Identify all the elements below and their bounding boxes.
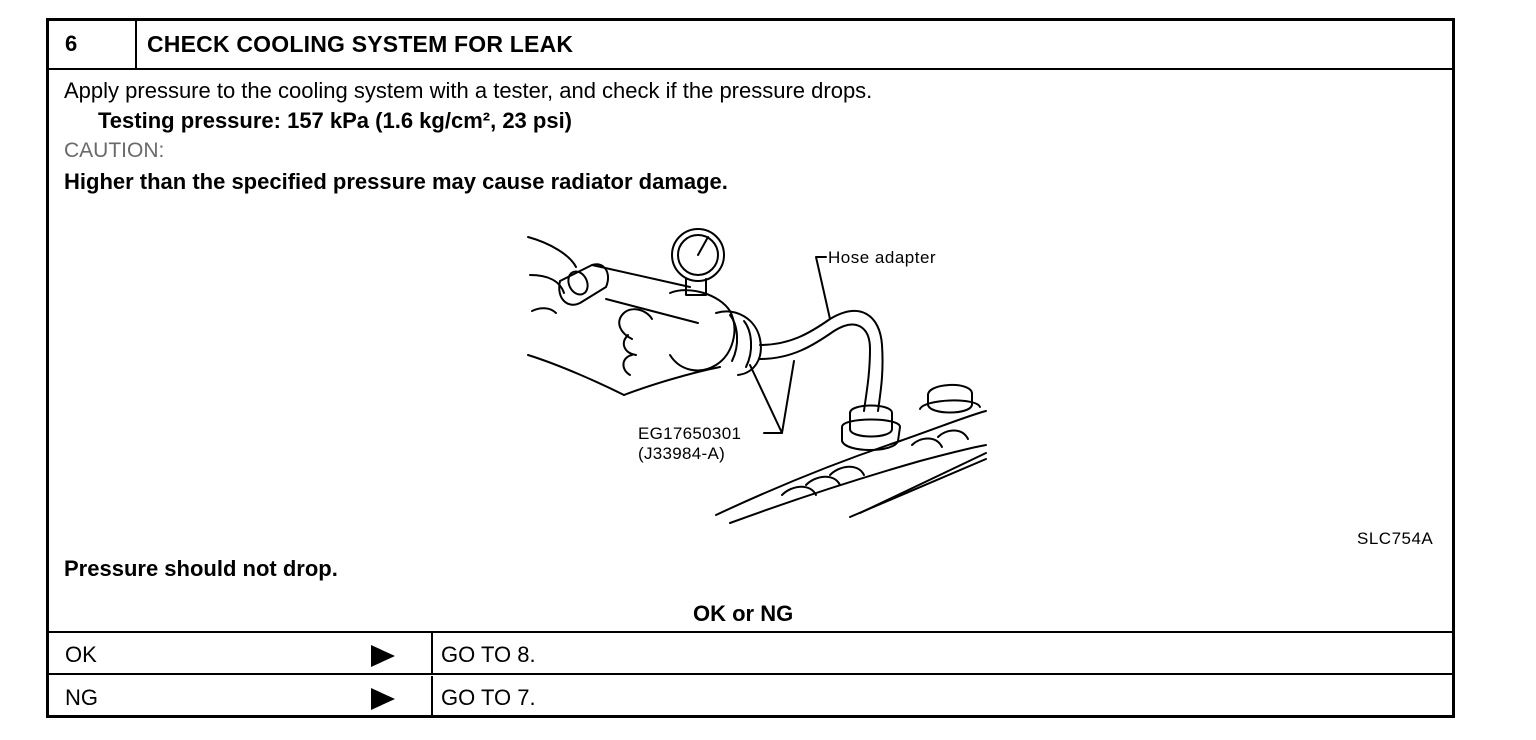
result-rows: OK GO TO 8. NG GO TO 7. — [49, 631, 1452, 718]
expected-result: Pressure should not drop. — [64, 556, 338, 581]
hose-adapter-label: Hose adapter — [828, 248, 936, 267]
column-divider — [431, 676, 433, 718]
tester-plunger — [558, 263, 610, 306]
result-row-ok: OK GO TO 8. — [49, 633, 1452, 675]
step-header: 6 CHECK COOLING SYSTEM FOR LEAK — [49, 21, 1452, 70]
tester-body — [669, 289, 736, 372]
result-row-action: GO TO 7. — [441, 685, 536, 710]
spare-cap — [927, 383, 973, 414]
tool-number-label: EG17650301 — [638, 424, 741, 443]
hose — [759, 310, 884, 412]
column-divider — [431, 633, 433, 673]
caution-text: Higher than the specified pressure may c… — [64, 169, 728, 194]
result-row-label: OK — [65, 642, 97, 667]
result-row-action: GO TO 8. — [441, 642, 536, 667]
result-row-ng: NG GO TO 7. — [49, 676, 1452, 718]
pressure-tester-illustration: Hose adapter EG17650301 (J33984-A) — [527, 228, 987, 524]
hand-outline — [527, 236, 577, 268]
hose-leader — [815, 256, 831, 320]
radiator-cap — [849, 404, 893, 438]
ok-or-ng-heading: OK or NG — [693, 601, 794, 626]
inspection-step-table: 6 CHECK COOLING SYSTEM FOR LEAK Apply pr… — [46, 18, 1455, 718]
testing-pressure-spec: Testing pressure: 157 kPa (1.6 kg/cm², 2… — [98, 108, 573, 133]
instruction-text: Apply pressure to the cooling system wit… — [64, 78, 873, 103]
tool-leader — [763, 360, 795, 434]
tool-alt-number-label: (J33984-A) — [638, 444, 725, 463]
caution-label: CAUTION: — [64, 139, 165, 162]
figure-code: SLC754A — [1357, 529, 1434, 548]
result-row-label: NG — [65, 685, 98, 710]
step-number: 6 — [49, 21, 137, 68]
step-title: CHECK COOLING SYSTEM FOR LEAK — [147, 31, 574, 57]
pressure-gauge — [671, 228, 725, 282]
radiator-tank — [715, 410, 987, 516]
arrow-right-icon — [371, 645, 395, 667]
arrow-right-icon — [371, 688, 395, 710]
